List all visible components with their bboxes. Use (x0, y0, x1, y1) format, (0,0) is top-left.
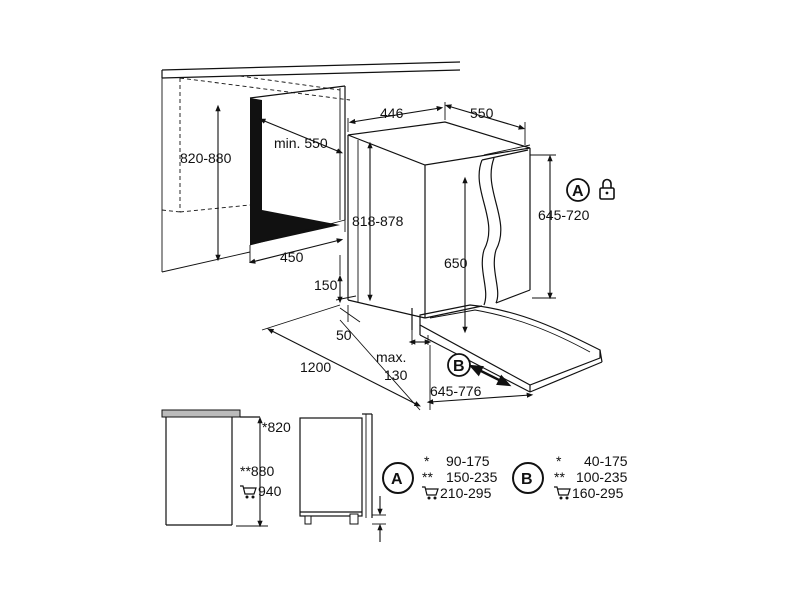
table-b-value-1: 40-175 (584, 453, 628, 469)
appliance-height-label: 818-878 (352, 213, 404, 229)
table-b-mark-2: ** (554, 469, 565, 485)
dim-plinth: 150 50 (314, 255, 361, 343)
side-view-appliance (299, 413, 386, 542)
callout-b-letter: B (453, 358, 465, 375)
niche-opening (249, 85, 346, 262)
table-b-mark-1: * (556, 453, 562, 469)
dim-inner-height: 650 (444, 176, 468, 334)
callout-a: A (566, 178, 615, 202)
top-depth-label: 550 (470, 105, 494, 121)
cart-icon (554, 486, 571, 500)
side-height-940: 940 (258, 483, 282, 499)
total-depth-label: 1200 (300, 359, 331, 375)
table-b-value-2: 100-235 (576, 469, 628, 485)
dim-top: 446 550 (347, 102, 526, 145)
table-b-value-3: 160-295 (572, 485, 624, 501)
dim-opening-width: 450 (248, 238, 344, 265)
dim-cabinet-height: 820-880 (180, 104, 232, 262)
dim-max: max. 130 (376, 330, 432, 383)
max-label: max. (376, 349, 406, 365)
padlock-icon (599, 178, 615, 200)
dim-door-travel: 645-776 (426, 345, 534, 410)
dim-door-height: 645-720 (530, 154, 590, 300)
max-value: 130 (384, 367, 408, 383)
plinth-depth-label: 50 (336, 327, 352, 343)
cart-icon (240, 485, 257, 499)
side-height-880: **880 (240, 463, 274, 479)
opening-width-label: 450 (280, 249, 304, 265)
plinth-height-label: 150 (314, 277, 338, 293)
table-b: B * 40-175 ** 100-235 160-295 (512, 453, 628, 501)
table-a-letter: A (391, 471, 403, 488)
open-door (419, 304, 603, 393)
table-a-mark-2: ** (422, 469, 433, 485)
door-travel-label: 645-776 (430, 383, 482, 399)
table-a-value-3: 210-295 (440, 485, 492, 501)
inner-height-label: 650 (444, 255, 468, 271)
cart-icon (422, 486, 439, 500)
table-b-letter: B (521, 471, 533, 488)
table-a-value-2: 150-235 (446, 469, 498, 485)
table-a-value-1: 90-175 (446, 453, 490, 469)
side-height-820: *820 (262, 419, 291, 435)
door-height-label: 645-720 (538, 207, 590, 223)
callout-a-letter: A (572, 183, 584, 200)
dim-min-depth: min. 550 (258, 118, 344, 154)
side-view-cabinet: *820 **880 940 (161, 409, 291, 528)
countertop (161, 61, 461, 273)
min-depth-label: min. 550 (274, 135, 328, 151)
dim-total-depth: 1200 (261, 304, 421, 411)
dim-appliance-height: 818-878 (352, 141, 404, 302)
cabinet-height-label: 820-880 (180, 150, 232, 166)
table-a: A * 90-175 ** 150-235 210-295 (382, 453, 498, 501)
table-a-mark-1: * (424, 453, 430, 469)
top-width-label: 446 (380, 105, 404, 121)
callout-b: B (447, 353, 512, 387)
dishwasher-body (347, 121, 531, 330)
